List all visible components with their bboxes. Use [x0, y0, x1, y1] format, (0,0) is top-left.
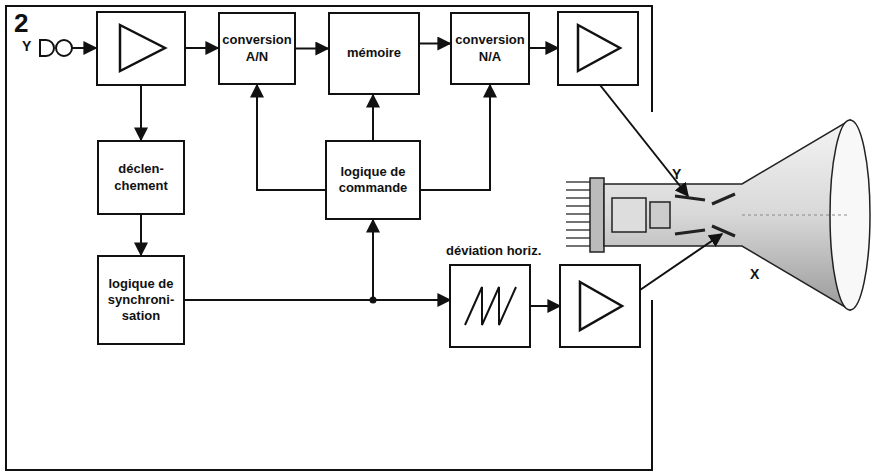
- block-label: logique de synchroni- sation: [104, 276, 178, 325]
- function-block: conversion N/A: [450, 12, 530, 85]
- signal-connector: [421, 85, 490, 190]
- signal-connector: [185, 220, 373, 300]
- input-connector: [40, 40, 96, 56]
- wire: [640, 234, 722, 290]
- block-label: conversion N/A: [455, 32, 524, 65]
- wire: [185, 47, 218, 49]
- sawtooth-generator: [450, 265, 530, 347]
- function-block: logique de commande: [325, 140, 421, 220]
- signal-label: Y: [672, 166, 681, 182]
- signal-label: Y: [22, 38, 31, 54]
- cathode-ray-tube: [566, 120, 870, 310]
- signal-connector: [296, 48, 328, 50]
- wire: [600, 85, 688, 196]
- block-label: mémoire: [347, 45, 401, 61]
- amplifier-symbol: [97, 12, 185, 85]
- signal-label: déviation horiz.: [446, 243, 541, 258]
- function-block: mémoire: [328, 12, 420, 95]
- amplifier-symbol: [558, 12, 638, 85]
- signal-label: X: [750, 266, 759, 282]
- wire: [530, 47, 558, 49]
- frame: [6, 6, 652, 470]
- wire: [530, 305, 560, 307]
- wire: [140, 85, 142, 140]
- block-label: conversion A/N: [222, 32, 291, 65]
- function-block: conversion A/N: [218, 12, 296, 85]
- signal-connector: [257, 85, 325, 190]
- block-label: déclen- chement: [104, 161, 178, 194]
- block-label: logique de commande: [332, 164, 414, 197]
- signal-connector: [372, 95, 374, 140]
- signal-connector: [140, 215, 142, 255]
- function-block: logique de synchroni- sation: [97, 255, 185, 345]
- amplifier-symbol: [560, 265, 640, 347]
- wire: [373, 299, 450, 301]
- signal-connector: [420, 43, 450, 45]
- function-block: déclen- chement: [97, 140, 185, 215]
- figure-number: 2: [14, 8, 28, 39]
